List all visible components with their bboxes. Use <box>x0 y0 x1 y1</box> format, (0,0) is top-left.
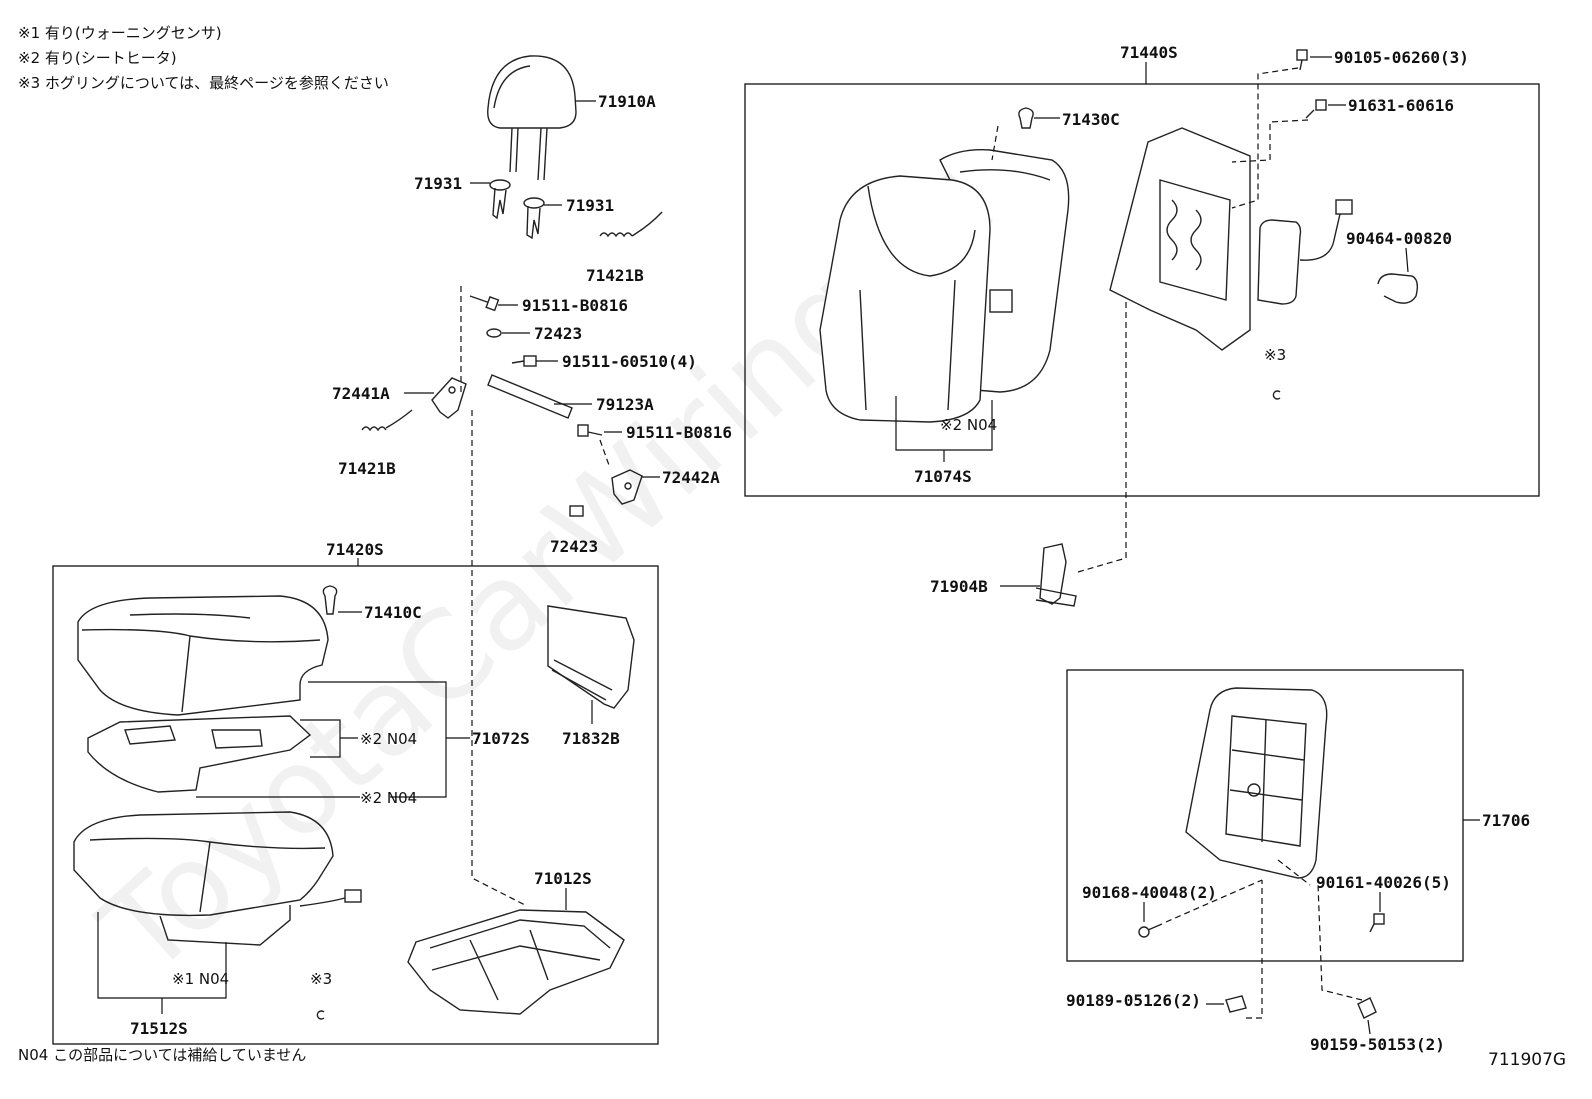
seatback-cover-front-drawing <box>819 175 991 423</box>
label-90168-40048: 90168-40048(2) <box>1082 883 1217 902</box>
label-72423-top: 72423 <box>534 324 582 343</box>
label-71440S: 71440S <box>1120 43 1178 62</box>
dashed-leader <box>991 125 999 161</box>
screw-drawing <box>1138 923 1163 938</box>
label-71706: 71706 <box>1482 811 1530 830</box>
heater-pad-drawing <box>87 715 312 793</box>
seat-cushion-assembly-box <box>52 565 659 1045</box>
label-91511-B0816-bottom: 91511-B0816 <box>626 423 732 442</box>
hinge-bracket-drawing <box>611 469 643 505</box>
bolt-drawing <box>577 424 603 437</box>
note-2: ※2 有り(シートヒータ) <box>18 49 177 67</box>
footer-note: N04 この部品については補給していません <box>18 1046 307 1064</box>
seatback-cover-rear-drawing <box>939 149 1070 393</box>
label-71420S: 71420S <box>326 540 384 559</box>
label-91631-60616: 91631-60616 <box>1348 96 1454 115</box>
dashed-leader <box>1231 119 1309 163</box>
label-91511-B0816-top: 91511-B0816 <box>522 296 628 315</box>
label-79123A: 79123A <box>596 395 654 414</box>
label-n04-upper: ※2 N04 <box>360 730 417 748</box>
dashed-leader <box>1277 859 1311 886</box>
diagram-id: 711907G <box>1488 1050 1567 1070</box>
label-72423-bottom: 72423 <box>550 537 598 556</box>
seatback-frame-drawing <box>1109 127 1251 351</box>
label-n04-back: ※2 N04 <box>940 416 997 434</box>
cap-drawing <box>569 505 584 517</box>
note-3: ※3 ホグリングについては、最終ページを参照ください <box>18 74 389 92</box>
hog-ring-icon <box>316 1010 325 1020</box>
dashed-leader <box>1165 879 1263 923</box>
label-91511-60510: 91511-60510(4) <box>562 352 697 371</box>
bolt-drawing <box>1296 49 1308 71</box>
label-90464-00820: 90464-00820 <box>1346 229 1452 248</box>
note-1: ※1 有り(ウォーニングセンサ) <box>18 24 222 42</box>
headrest-guide-drawing <box>489 179 545 240</box>
leader <box>1405 247 1409 273</box>
label-71421B-top: 71421B <box>586 266 644 285</box>
label-90189-05126: 90189-05126(2) <box>1066 991 1201 1010</box>
seatback-assembly-box <box>744 83 1540 497</box>
label-ref3-cushion: ※3 <box>310 970 332 988</box>
label-71430C: 71430C <box>1062 110 1120 129</box>
rod-drawing <box>487 374 573 419</box>
bracket-leader <box>308 681 447 798</box>
dashed-leader <box>599 439 611 469</box>
cushion-cover-drawing <box>77 595 329 716</box>
leader <box>1367 1019 1371 1035</box>
label-71931-left: 71931 <box>414 174 462 193</box>
spring-drawing <box>361 409 413 432</box>
dashed-leader <box>471 410 526 906</box>
label-90105-06260: 90105-06260(3) <box>1334 48 1469 67</box>
label-71910A: 71910A <box>598 92 656 111</box>
clip-drawing <box>1225 995 1247 1013</box>
cap-drawing <box>486 328 502 338</box>
screw-drawing <box>1369 913 1385 933</box>
label-72442A: 72442A <box>662 468 720 487</box>
label-71832B: 71832B <box>562 729 620 748</box>
bolt-drawing <box>1305 99 1327 119</box>
label-71931-right: 71931 <box>566 196 614 215</box>
clip-drawing <box>322 585 338 615</box>
clip-drawing <box>1357 997 1377 1019</box>
label-71512S: 71512S <box>130 1019 188 1038</box>
clip-drawing <box>1018 107 1034 129</box>
hog-ring-icon <box>1272 390 1281 400</box>
label-71012S: 71012S <box>534 869 592 888</box>
back-board-drawing <box>1185 687 1328 879</box>
label-71410C: 71410C <box>364 603 422 622</box>
label-n04-cushion: ※1 N04 <box>172 970 229 988</box>
seat-back-board-drawing <box>547 605 635 709</box>
hook-bracket-drawing <box>1035 543 1077 607</box>
label-71421B-bottom: 71421B <box>338 459 396 478</box>
label-ref3-back: ※3 <box>1264 346 1286 364</box>
dashed-leader <box>1317 883 1363 1001</box>
spring-drawing <box>599 211 663 238</box>
label-71074S: 71074S <box>914 467 972 486</box>
dashed-leader <box>1231 67 1299 209</box>
seat-cushion-pad-drawing <box>73 811 362 946</box>
clamp-drawing <box>1377 273 1419 304</box>
label-71072S: 71072S <box>472 729 530 748</box>
label-72441A: 72441A <box>332 384 390 403</box>
hinge-bracket-drawing <box>431 377 467 419</box>
bolt-drawing <box>469 295 500 312</box>
back-board-box <box>1066 669 1464 962</box>
bolt-drawing <box>511 355 537 367</box>
heater-module-drawing <box>1257 199 1353 305</box>
dashed-leader <box>1246 880 1263 1019</box>
label-90159-50153: 90159-50153(2) <box>1310 1035 1445 1054</box>
seat-frame-drawing <box>407 909 625 1015</box>
dashed-leader <box>1077 300 1127 573</box>
label-90161-40026: 90161-40026(5) <box>1316 873 1451 892</box>
headrest-drawing <box>487 55 577 181</box>
label-n04-lower: ※2 N04 <box>360 789 417 807</box>
label-71904B: 71904B <box>930 577 988 596</box>
